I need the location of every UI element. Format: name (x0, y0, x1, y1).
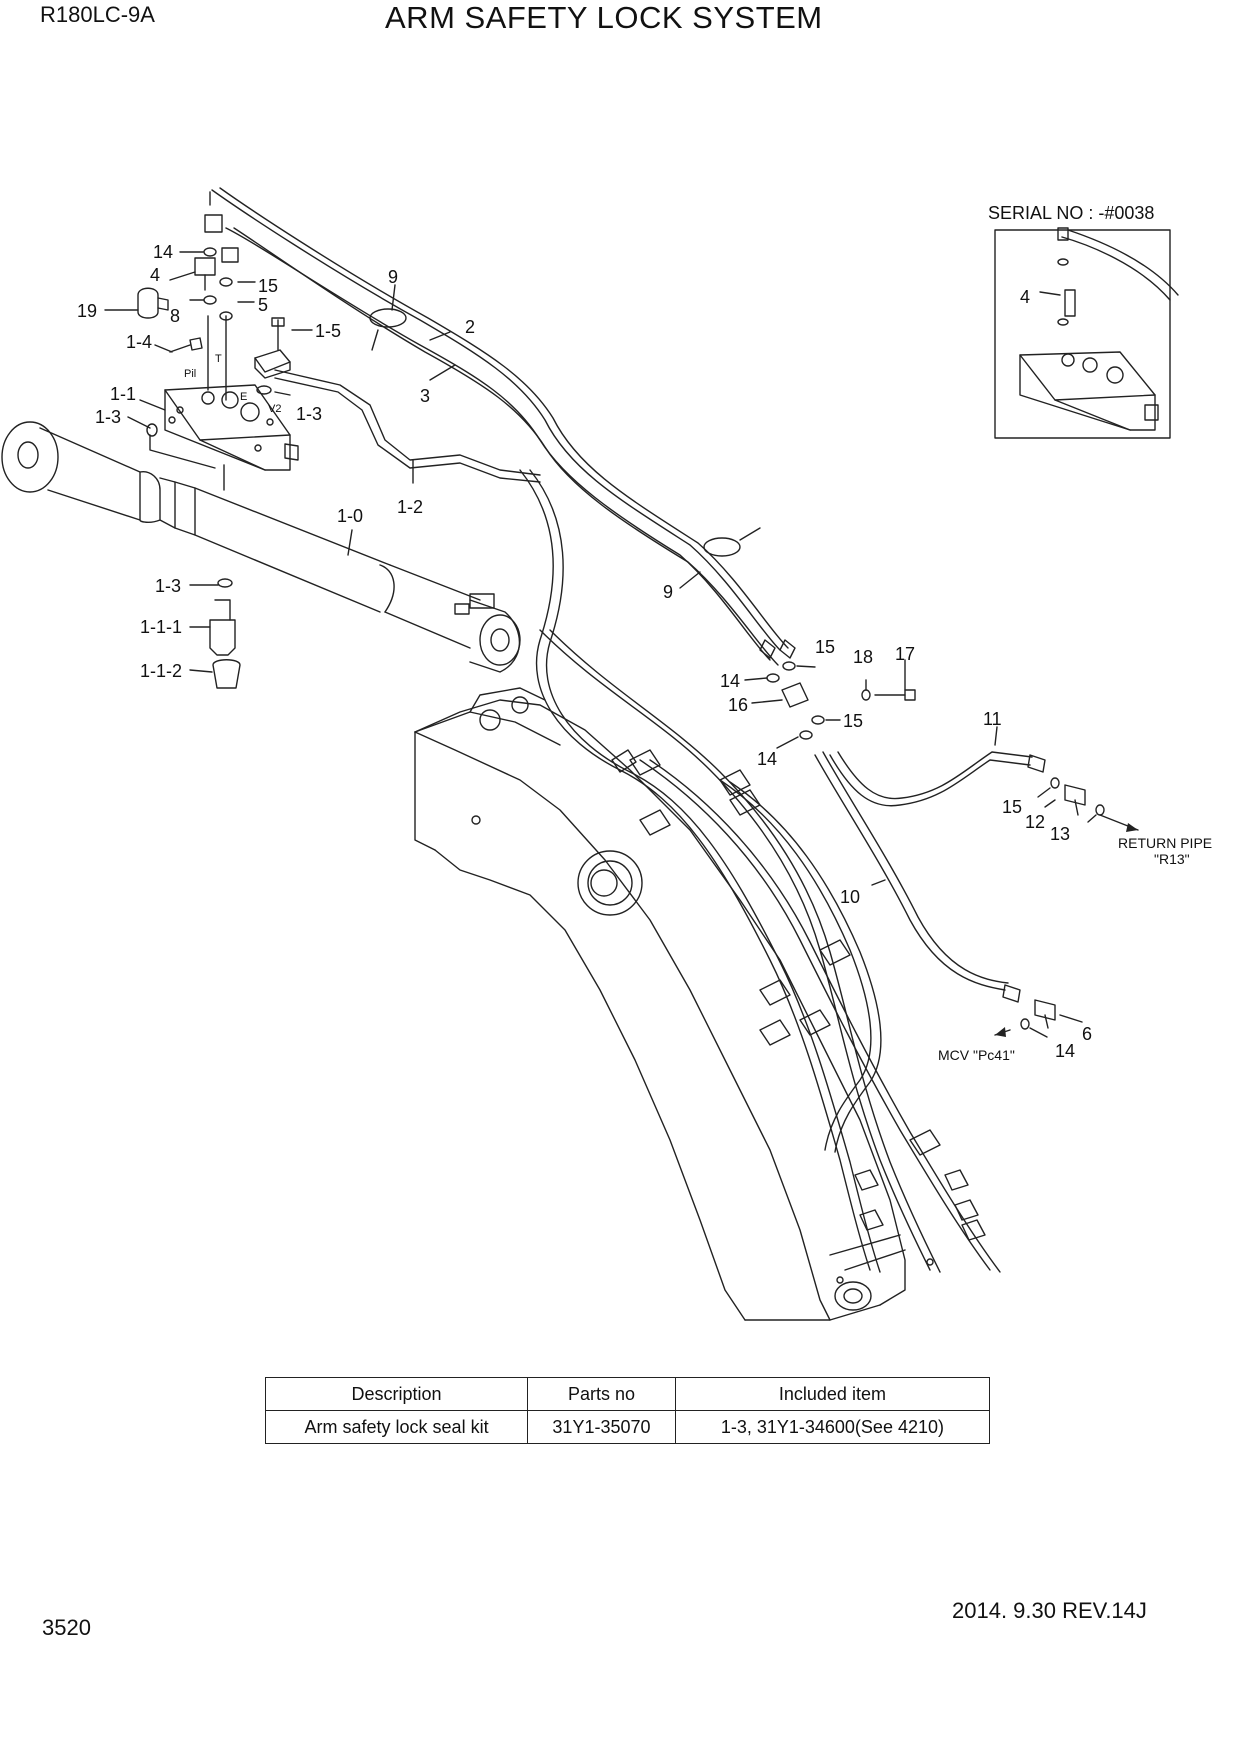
callout-15-mid: 15 (815, 637, 835, 657)
callout-14-bottom: 14 (1055, 1041, 1075, 1061)
callout-1-3-right: 1-3 (296, 404, 322, 424)
callout-11: 11 (983, 709, 1002, 729)
arm-cylinder (1, 421, 521, 673)
leader-lines (104, 251, 1139, 1038)
callout-14-low: 14 (757, 749, 777, 769)
callout-14-top: 14 (153, 242, 173, 262)
table-cell-parts-no: 31Y1-35070 (527, 1410, 676, 1444)
callout-17: 17 (895, 644, 915, 664)
port-label-v2: V2 (268, 403, 281, 415)
callout-15-top: 15 (258, 276, 278, 296)
return-pipe-label: RETURN PIPE (1118, 835, 1212, 851)
table-cell-included-item: 1-3, 31Y1-34600(See 4210) (674, 1410, 991, 1444)
callout-1-1-2: 1-1-2 (140, 661, 182, 681)
hoses-10-11 (781, 682, 1086, 1029)
callout-1-0: 1-0 (337, 506, 363, 526)
serial-number-label: SERIAL NO : -#0038 (988, 203, 1154, 223)
safety-valve-block (149, 384, 299, 471)
callout-9-top: 9 (388, 267, 398, 287)
callout-13: 13 (1050, 824, 1070, 844)
callout-10: 10 (840, 887, 860, 907)
table-header-included-item: Included item (674, 1377, 991, 1411)
callout-14-mid: 14 (720, 671, 740, 691)
return-pipe-code: "R13" (1154, 851, 1190, 867)
serial-inset-frame (994, 229, 1171, 439)
callout-9-mid: 9 (663, 582, 673, 602)
callout-19: 19 (77, 301, 97, 321)
port-label-t: T (215, 353, 222, 365)
callout-1-3-lower: 1-3 (155, 576, 181, 596)
table-header-description: Description (264, 1377, 529, 1411)
top-fittings (137, 227, 1179, 689)
hoses-2-3 (204, 187, 796, 666)
model-number: R180LC-9A (40, 2, 155, 27)
table-header-parts-no: Parts no (527, 1377, 676, 1411)
port-label-e: E (240, 391, 247, 403)
callout-2: 2 (465, 317, 475, 337)
callout-18: 18 (853, 647, 873, 667)
callout-16: 16 (728, 695, 748, 715)
page-title: ARM SAFETY LOCK SYSTEM (385, 0, 823, 35)
table-row: Arm safety lock seal kit 31Y1-35070 1-3,… (264, 1410, 991, 1444)
revision-date: 2014. 9.30 REV.14J (952, 1598, 1147, 1623)
callout-4: 4 (150, 265, 160, 285)
mcv-label: MCV "Pc41" (938, 1047, 1015, 1063)
callout-12: 12 (1025, 812, 1045, 832)
callout-1-5: 1-5 (315, 321, 341, 341)
callout-5: 5 (258, 295, 268, 315)
arm-pipe-bundle (519, 469, 1001, 1273)
callout-1-2: 1-2 (397, 497, 423, 517)
callout-6: 6 (1082, 1024, 1092, 1044)
callout-1-3-left: 1-3 (95, 407, 121, 427)
page-number: 3520 (42, 1615, 91, 1640)
inset-callout-4: 4 (1020, 287, 1030, 307)
table-cell-description: Arm safety lock seal kit (264, 1410, 529, 1444)
callout-1-4: 1-4 (126, 332, 152, 352)
callout-1-1: 1-1 (110, 384, 136, 404)
port-label-pil: Pil (184, 368, 196, 380)
o-rings (146, 247, 1105, 1030)
callout-3: 3 (420, 386, 430, 406)
callout-1-1-1: 1-1-1 (140, 617, 182, 637)
callout-15-right: 15 (1002, 797, 1022, 817)
callout-8: 8 (170, 306, 180, 326)
seal-kit-table: Description Parts no Included item Arm s… (264, 1377, 991, 1444)
callout-15-low: 15 (843, 711, 863, 731)
arm-body (414, 687, 934, 1321)
pipe-1-2 (254, 317, 541, 483)
